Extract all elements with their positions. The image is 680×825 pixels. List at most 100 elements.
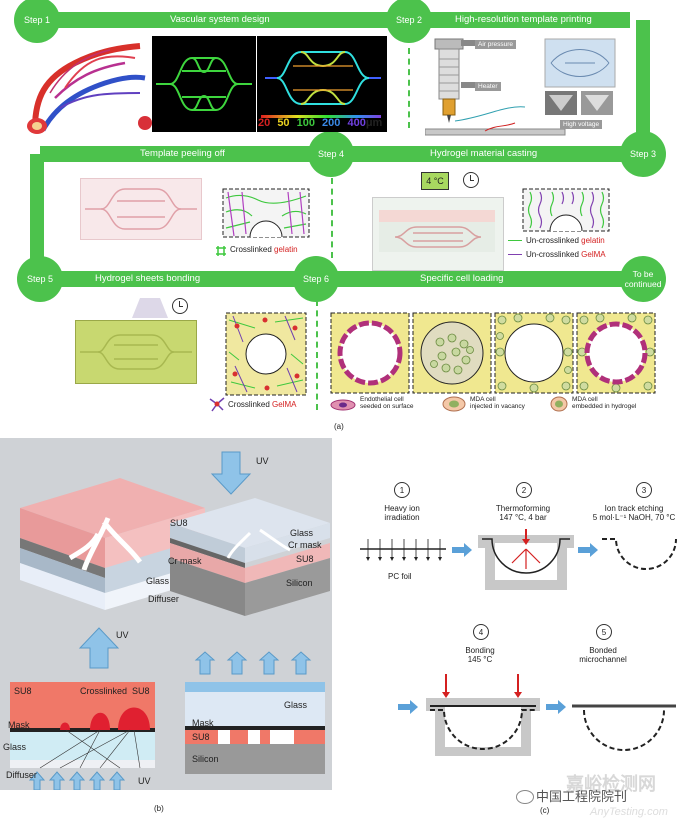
track-left <box>30 154 44 279</box>
colorbar-labels: 20 50 100 200 400μm <box>258 117 382 129</box>
legend-crosslinked-text-2: Crosslinked <box>228 400 270 409</box>
track-row1 <box>30 12 630 28</box>
colorbar-20: 20 <box>258 117 271 129</box>
stage-number-2: 2 <box>516 482 532 498</box>
label-silicon-right: Silicon <box>286 578 313 588</box>
stage2-line2: 147 °C, 4 bar <box>499 513 547 522</box>
swatch-crosslinked-gelma <box>225 312 307 396</box>
process-row1-diagram <box>360 529 677 590</box>
timer-icon <box>463 172 479 188</box>
template-peeled-image <box>80 178 202 240</box>
mda-cell-icon <box>442 396 466 412</box>
crosslink-gelma-icon <box>209 397 225 412</box>
cell-legend-1a: Endothelial cell <box>360 396 404 403</box>
watermark-line3: AnyTesting.com <box>590 806 668 818</box>
legend-gelatin-text-2: gelatin <box>581 236 605 245</box>
label-crosslinked-bl: Crosslinked <box>80 686 128 696</box>
watermark-line2: 中国工程院院刊 <box>536 789 628 804</box>
network-design-image <box>152 36 256 132</box>
legend-gelatin-text: gelatin <box>274 245 298 254</box>
pc-foil-label: PC foil <box>388 572 412 581</box>
legend-crosslinked-gelatin: Crosslinked gelatin <box>230 245 298 254</box>
step6-title: Specific cell loading <box>420 273 504 284</box>
label-su8-bl: SU8 <box>14 686 32 696</box>
colorbar-100: 100 <box>296 117 315 129</box>
printer-label-heater: Heater <box>475 82 501 91</box>
cell-legend-1b: seeded on surface <box>360 403 414 410</box>
legend-gelma-text: GelMA <box>581 250 606 259</box>
stage3-line1: Ion track etching <box>604 504 664 513</box>
printer-label-voltage: High voltage <box>560 120 603 129</box>
step-badge-4: Step 4 <box>308 131 354 177</box>
step3-title: Hydrogel material casting <box>430 148 538 159</box>
label-uv-right: UV <box>256 456 269 466</box>
printer-illustration <box>425 38 616 136</box>
wechat-icon <box>516 790 534 804</box>
label-glass-left: Glass <box>146 576 170 586</box>
label-diffuser-bl: Diffuser <box>6 770 37 780</box>
colorbar-50: 50 <box>277 117 290 129</box>
panel-c-label: (c) <box>540 806 550 815</box>
separator-2 <box>331 178 333 258</box>
label-mask-br: Mask <box>192 718 214 728</box>
crosslink-mesh-icon <box>216 246 226 256</box>
legend-uncross-text-2: Un-crosslinked <box>526 250 579 259</box>
label-su8-bl-2: SU8 <box>132 686 150 696</box>
legend-purple-line <box>508 254 522 255</box>
label-glass-right: Glass <box>290 528 314 538</box>
cell-swatch-combined <box>576 312 656 394</box>
label-uv-bl: UV <box>138 776 151 786</box>
stage3-line2: 5 mol·L⁻¹ NaOH, 70 °C <box>592 513 676 522</box>
step5-title: Hydrogel sheets bonding <box>95 273 201 284</box>
stage4-line2: 145 °C <box>467 655 493 664</box>
network-colorcoded-image <box>257 36 387 132</box>
label-mask-bl: Mask <box>8 720 30 730</box>
step-badge-continued: To be continued <box>620 256 666 302</box>
step-badge-6: Step 6 <box>293 256 339 302</box>
temperature-display: 4 °C <box>421 172 449 190</box>
label-crmask-right: Cr mask <box>288 540 322 550</box>
colorbar-unit: μm <box>365 117 383 129</box>
uv-lamp-illustration <box>132 298 168 318</box>
panel-a-label: (a) <box>334 422 344 431</box>
step1-title: Vascular system design <box>170 14 270 25</box>
timer-icon-2 <box>172 298 188 314</box>
step2-title: High-resolution template printing <box>455 14 592 25</box>
panel-b-illustration <box>10 451 330 791</box>
cell-legend-3b: embedded in hydrogel <box>572 403 637 410</box>
cell-legend-3a: MDA cell <box>572 396 598 403</box>
stage-number-3: 3 <box>636 482 652 498</box>
legend-gelma-text-2: GelMA <box>272 400 297 409</box>
step-badge-1: Step 1 <box>14 0 60 43</box>
label-crmask-left: Cr mask <box>168 556 202 566</box>
stage-number-4: 4 <box>473 624 489 640</box>
stage4-line1: Bonding <box>465 646 495 655</box>
panel-b-label: (b) <box>154 804 164 813</box>
stage2-line1: Thermoforming <box>495 504 551 513</box>
label-su8-right: SU8 <box>296 554 314 564</box>
panel-b: SU8 Cr mask Glass Diffuser UV UV Glass C… <box>0 438 332 791</box>
separator-3 <box>316 300 318 410</box>
legend-uncrosslinked-gelma: Un-crosslinked GelMA <box>526 250 606 259</box>
track-row3 <box>40 271 640 287</box>
legend-green-line <box>508 240 522 241</box>
stage1-line2: irradiation <box>384 513 420 522</box>
swatch-uncrosslinked <box>522 188 610 232</box>
label-uv-left: UV <box>116 630 129 640</box>
label-silicon-br: Silicon <box>192 754 219 764</box>
printer-label-air: Air pressure <box>475 40 517 49</box>
vascular-tree-illustration <box>27 43 152 134</box>
stage1-line1: Heavy ion <box>384 504 420 513</box>
step-badge-3: Step 3 <box>620 131 666 177</box>
label-su8-left: SU8 <box>170 518 188 528</box>
label-glass-br: Glass <box>284 700 308 710</box>
track-right <box>636 20 650 155</box>
step-badge-2: Step 2 <box>386 0 432 43</box>
legend-uncross-text-1: Un-crosslinked <box>526 236 579 245</box>
watermark-line1: 嘉峪检测网 <box>566 774 656 794</box>
colorbar-200: 200 <box>322 117 341 129</box>
